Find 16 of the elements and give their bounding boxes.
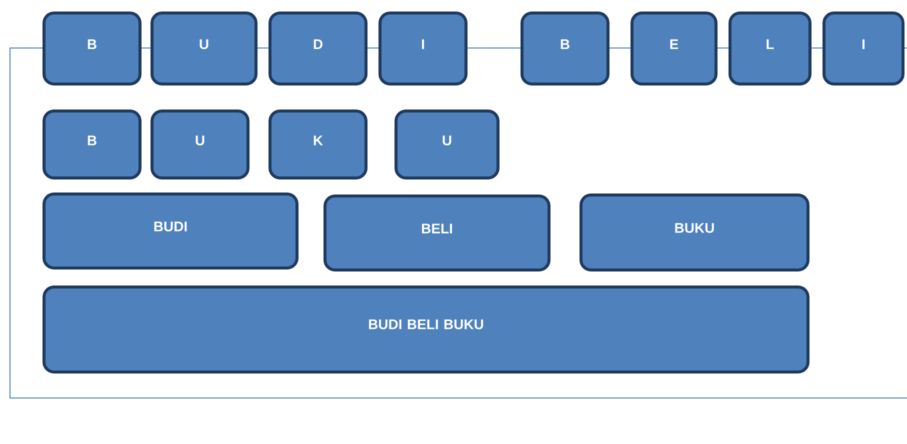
word-box: BUDI BELI BUKU xyxy=(42,286,810,374)
word-box: BUKU xyxy=(580,194,810,272)
letter-box: I xyxy=(378,12,468,86)
word-box: BUDI xyxy=(42,192,298,270)
letter-box: E xyxy=(630,12,718,86)
letter-box: B xyxy=(42,12,142,86)
letter-box: B xyxy=(42,110,142,180)
letter-box: U xyxy=(394,110,500,180)
letter-box: L xyxy=(728,12,812,86)
letter-box: K xyxy=(268,110,368,180)
letter-box: D xyxy=(268,12,368,86)
letter-box: I xyxy=(822,12,904,86)
word-box: BELI xyxy=(324,194,550,272)
letter-box: U xyxy=(150,12,258,86)
letter-box: B xyxy=(520,12,610,86)
letter-box: U xyxy=(150,110,250,180)
